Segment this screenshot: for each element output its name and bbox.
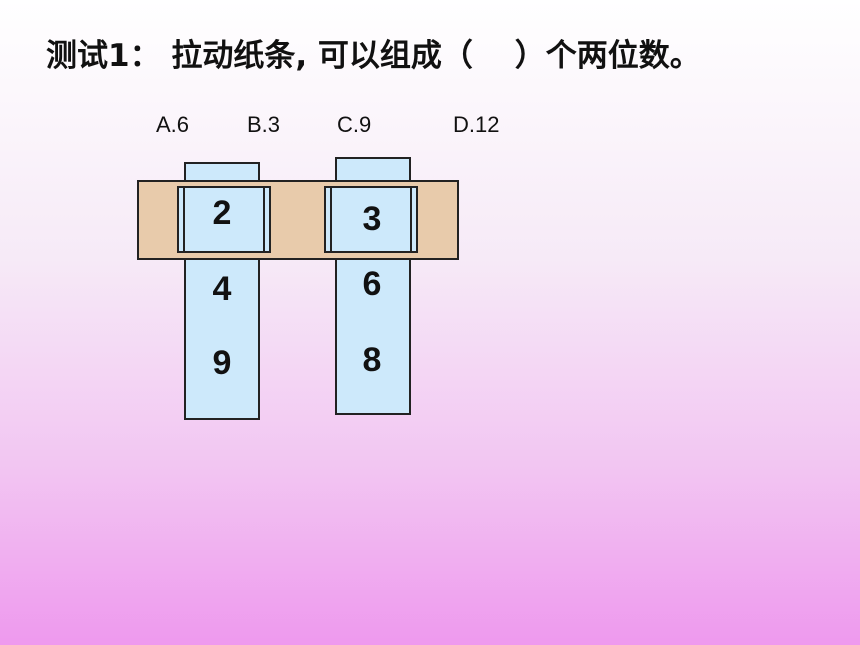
left-frame-window — [177, 186, 271, 253]
option-c[interactable]: C.9 — [337, 112, 372, 137]
right-strip-digit: 6 — [362, 265, 382, 303]
left-strip-digit: 4 — [212, 270, 232, 308]
option-d[interactable]: D.12 — [453, 112, 500, 137]
left-strip-digit: 9 — [212, 344, 232, 382]
question-title: 测试1： 拉动纸条, 可以组成（ ）个两位数。 — [46, 38, 701, 74]
left-strip-digit: 2 — [212, 194, 232, 232]
right-strip-digit: 8 — [362, 341, 382, 379]
right-frame-window — [324, 186, 418, 253]
right-strip-digit: 3 — [362, 200, 382, 238]
option-b[interactable]: B.3 — [247, 112, 281, 137]
option-a[interactable]: A.6 — [156, 112, 190, 137]
